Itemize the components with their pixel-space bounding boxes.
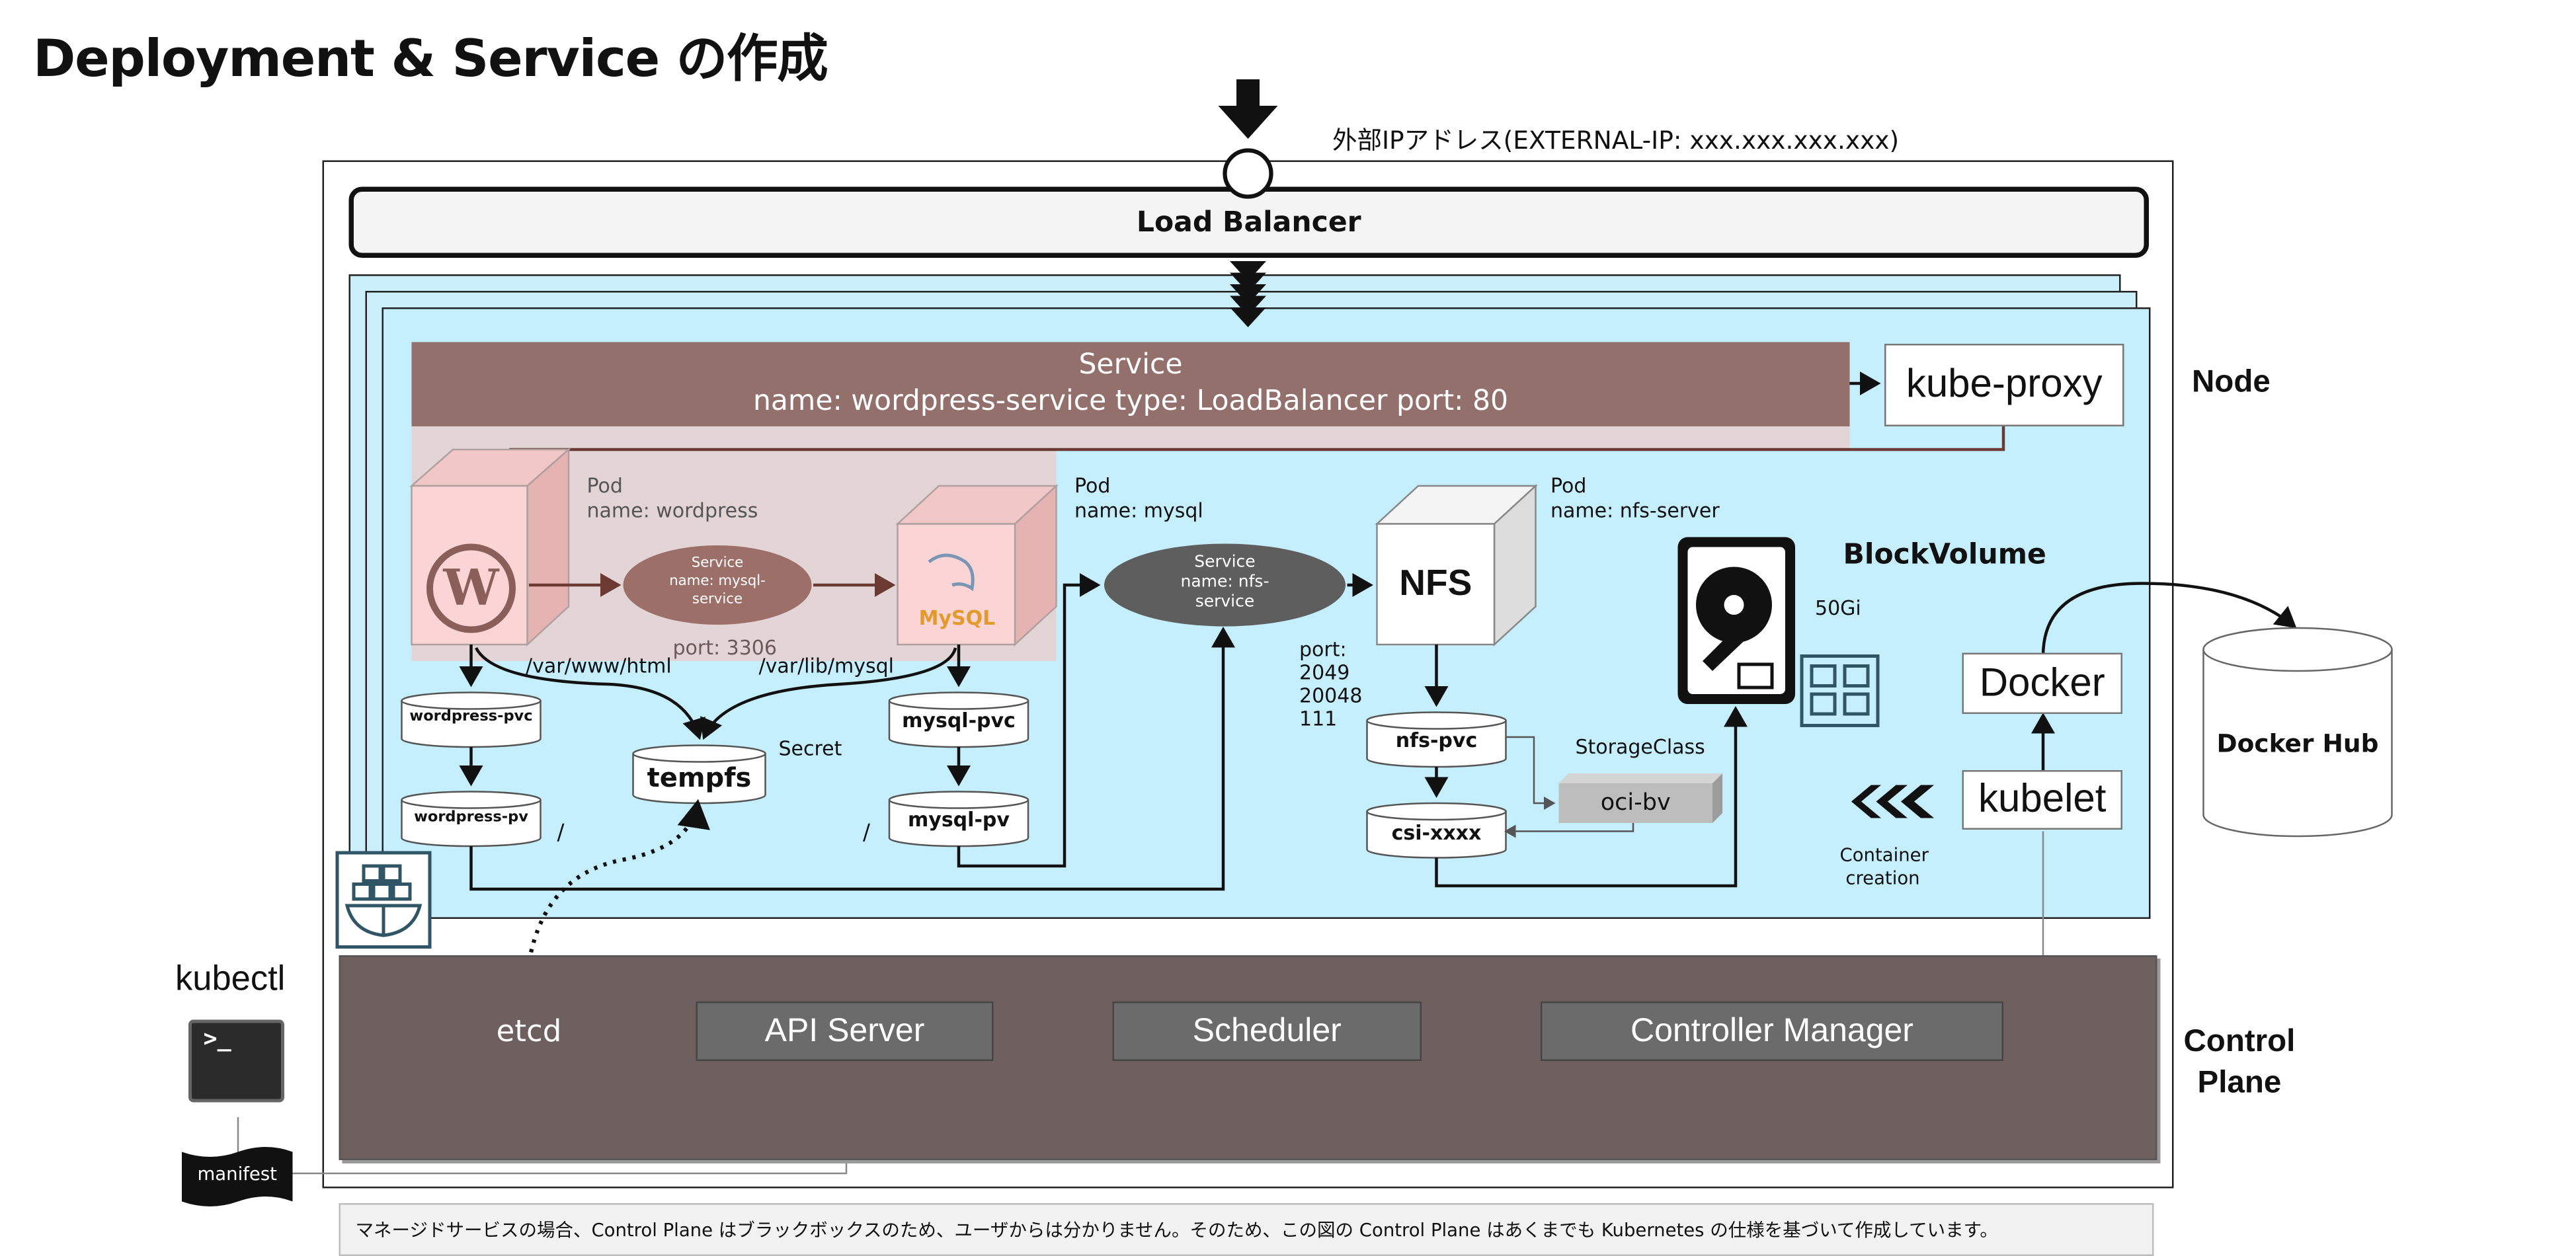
nfs-port-label: port: [1299,638,1347,661]
mysql-logo-text: MySQL [918,606,996,630]
svg-text:W: W [442,559,500,617]
pod-mysql-label: Pod name: mysql [1074,475,1203,524]
api-server[interactable]: API Server [696,1001,994,1061]
nfs-service-ellipse [1104,543,1346,627]
scheduler[interactable]: Scheduler [1112,1001,1422,1061]
external-ip-port-circle [1223,148,1273,199]
block-volume-size: 50Gi [1815,596,1861,620]
docker-hub-cylinder [2202,627,2393,838]
page-title: Deployment & Service の作成 [33,30,828,89]
mysql-service[interactable]: Service name: mysql- service [631,555,803,610]
wordpress-service[interactable]: Service name: wordpress-service type: Lo… [411,342,1850,426]
csi-volume[interactable]: csi-xxxx [1391,821,1482,845]
kubectl-label: kubectl [175,960,286,999]
block-volume-label: BlockVolume [1843,539,2046,572]
service-title: Service [1078,348,1183,382]
external-ip-label: 外部IPアドレス(EXTERNAL-IP: xxx.xxx.xxx.xxx) [1332,126,1900,155]
wordpress-pvc[interactable]: wordpress-pvc [409,709,533,726]
wordpress-pv-slash: / [557,821,565,847]
pod-nfs-name: name: nfs-server [1550,499,1720,522]
storage-class-label: StorageClass [1575,735,1705,759]
nfs-cube-label: NFS [1399,562,1472,604]
pod-wordpress-kind: Pod [586,474,623,498]
block-volume-drive [1677,537,1795,704]
terminal-icon[interactable]: >_ [188,1019,284,1103]
mysql-service-port: port: 3306 [672,636,778,660]
service-detail: name: wordpress-service type: LoadBalanc… [752,385,1509,418]
wordpress-cube: W [409,448,571,647]
pod-shade-band [411,426,1850,450]
mysql-service-ellipse [623,545,812,625]
block-volume-grid-icon [1800,654,1880,727]
container-creation-chevrons [1851,785,1934,818]
nfs-port-111: 111 [1299,707,1338,730]
mysql-service-line2: name: mysql- [669,573,766,590]
nfs-service[interactable]: Service name: nfs- service [1133,554,1318,613]
docker-whale-icon [335,851,432,949]
mysql-mount-path: /var/lib/mysql [758,654,894,678]
manifest-label[interactable]: manifest [197,1163,277,1185]
pod-nfs-label: Pod name: nfs-server [1550,475,1720,524]
nfs-cube [1375,484,1538,647]
nfs-service-line3: service [1195,593,1255,612]
pod-mysql-kind: Pod [1074,474,1111,498]
oci-bv[interactable]: oci-bv [1600,790,1671,816]
kube-proxy[interactable]: kube-proxy [1884,344,2124,426]
mysql-pv-slash: / [863,821,870,847]
nfs-port-20048: 20048 [1299,684,1363,707]
wordpress-pv[interactable]: wordpress-pv [414,810,528,826]
footnote: マネージドサービスの場合、Control Plane はブラックボックスのため、… [339,1203,2154,1256]
wordpress-mount-path: /var/www/html [526,654,672,678]
control-plane-label: Control Plane [2184,1021,2296,1104]
nfs-service-ports: port: 2049 20048 111 [1299,638,1362,730]
controller-manager[interactable]: Controller Manager [1541,1001,2003,1061]
container-creation-line1: Container [1839,844,1929,867]
nfs-port-2049: 2049 [1299,661,1350,684]
mysql-service-line1: Service [691,555,744,572]
kubelet[interactable]: kubelet [1962,770,2122,830]
pod-nfs-kind: Pod [1550,474,1587,498]
terminal-prompt: >_ [203,1026,231,1053]
mysql-pv[interactable]: mysql-pv [908,808,1010,832]
pod-mysql-name: name: mysql [1074,499,1203,522]
control-plane-label-line2: Plane [2197,1066,2282,1101]
docker-hub-label: Docker Hub [2216,728,2379,759]
mysql-service-line3: service [692,592,743,608]
incoming-arrow [1218,79,1278,139]
etcd[interactable]: etcd [496,1015,562,1050]
tempfs[interactable]: tempfs [647,762,752,794]
secret-label: Secret [778,737,842,760]
container-creation-label: Container creation [1839,844,1929,891]
load-balancer-label: Load Balancer [1136,206,1361,239]
pod-wordpress-name: name: wordpress [586,499,758,522]
nfs-service-line1: Service [1194,553,1256,572]
pod-wordpress-label: Pod name: wordpress [587,475,758,524]
node-label: Node [2192,365,2271,401]
nfs-pvc[interactable]: nfs-pvc [1395,728,1478,752]
manifest-flag [182,1147,293,1206]
lb-to-node-chevrons [1230,261,1266,327]
mysql-cube [895,484,1059,647]
control-plane-label-line1: Control [2183,1025,2296,1060]
container-creation-line2: creation [1845,867,1920,890]
mysql-pvc[interactable]: mysql-pvc [902,709,1016,732]
nfs-service-line2: name: nfs- [1180,573,1269,592]
oci-bv-box [1558,773,1722,823]
docker[interactable]: Docker [1962,652,2122,714]
